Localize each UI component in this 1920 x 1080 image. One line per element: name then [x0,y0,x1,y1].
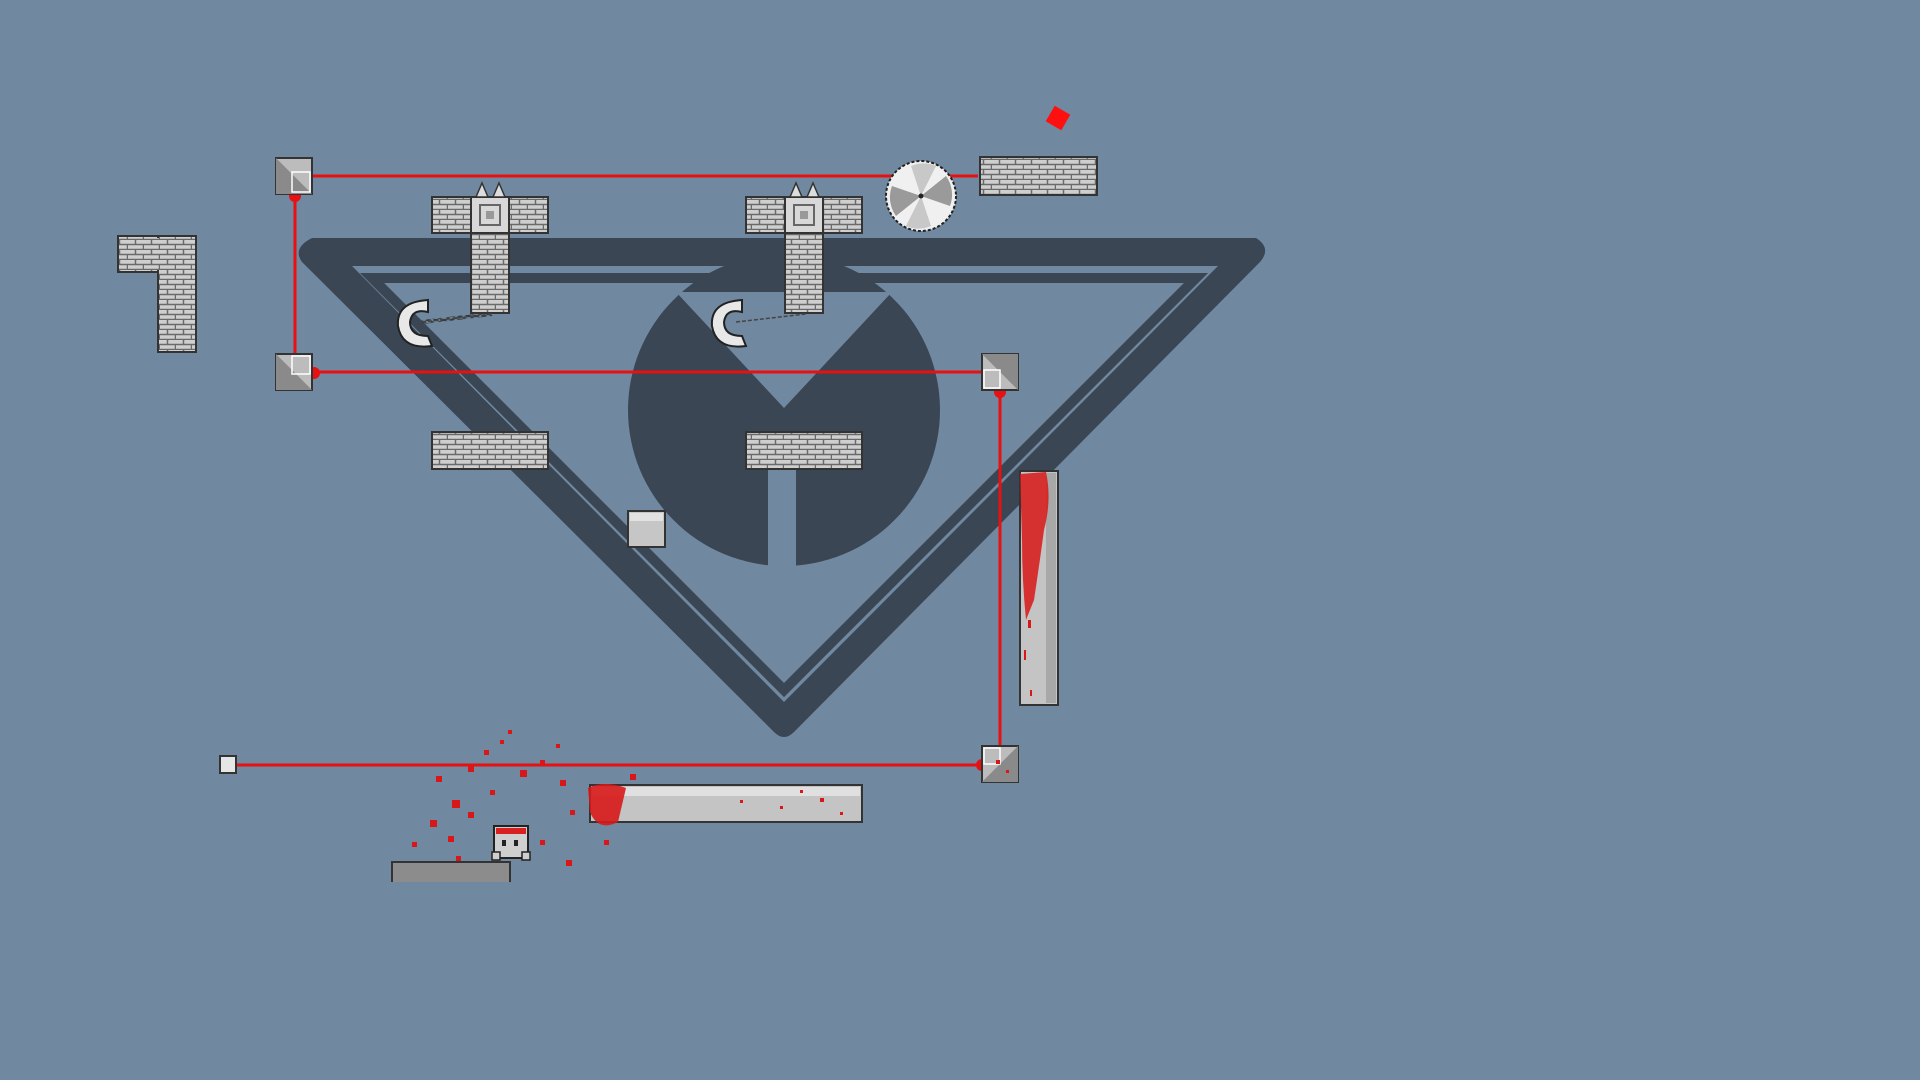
claw-icon [710,298,748,348]
emblem-circle-notch [676,292,892,408]
emblem-background [298,238,1266,737]
laser-mirror-icon [275,353,313,391]
brick-tower-right [745,181,863,314]
floor-block [391,861,511,882]
emblem-circle-bar [768,460,796,580]
laser-mirror-icon [981,353,1019,391]
brick-platform-middle-right [745,431,863,470]
player-character-icon [491,825,531,861]
saw-blade-icon [885,160,957,232]
laser-emitter-icon [219,755,237,774]
brick-platform-top-right [979,156,1098,196]
claw-icon [396,298,434,348]
emblem-circle [628,254,940,566]
claw-hazard-left [396,298,493,348]
l-shaped-brick-block [117,235,197,353]
horizontal-beam [589,784,863,823]
blood-splatter [412,472,1049,866]
game-level-canvas [117,105,1266,882]
red-diamond-goal-icon [1045,105,1071,131]
laser-mirror-icon [275,157,313,195]
claw-hazard-right [710,298,807,348]
brick-tower-left [431,181,549,314]
brick-platform-middle-left [431,431,549,470]
brick-platforms [117,156,1098,882]
laser-beams [228,174,1002,767]
